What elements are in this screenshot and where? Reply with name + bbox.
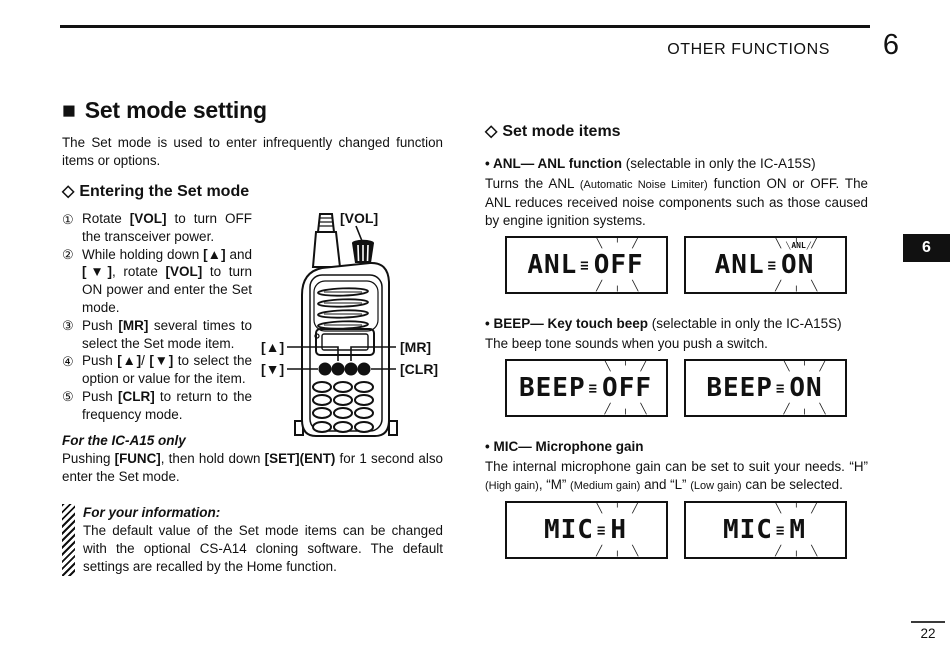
lcd-separator: ≡ (596, 523, 606, 539)
lcd-separator: ≡ (775, 381, 785, 397)
leader-lines (287, 225, 396, 370)
info-note-title: For your information: (83, 504, 221, 520)
mic-body: The internal microphone gain can be set … (485, 459, 868, 492)
lcd-value-blinking: OFF (592, 250, 646, 280)
right-column: ◇Set mode items • ANL— ANL function (sel… (485, 122, 868, 579)
info-note-body: The default value of the Set mode items … (83, 522, 443, 574)
step-number: ④ (62, 353, 74, 369)
lcd-separator: ≡ (775, 523, 785, 539)
lcd-item-label: BEEP (706, 373, 773, 403)
step-text: Push [CLR] to return to the frequency mo… (82, 388, 252, 422)
step-number: ⑤ (62, 389, 74, 405)
info-note: For your information: The default value … (62, 503, 443, 576)
subheading-entering: ◇Entering the Set mode (62, 182, 443, 202)
header-chapter-number: 6 (882, 29, 900, 61)
function-buttons (318, 362, 371, 376)
label-up-arrow: [▲] (261, 339, 284, 355)
hatch-border (62, 503, 75, 576)
step-text: While holding down [▲] and [▼], rotate [… (82, 246, 252, 315)
lcd-display-mic-h: MIC ≡ H (505, 501, 668, 559)
chapter-tab-number: 6 (922, 239, 931, 256)
chapter-tab: 6 (903, 234, 950, 262)
label-clr: [CLR] (400, 361, 438, 377)
step-item: ② While holding down [▲] and [▼], rotate… (62, 246, 252, 317)
mic-displays: MIC ≡ H MIC ≡ M (505, 501, 868, 559)
lcd-display-anl-on: ANL ANL ≡ ON (684, 236, 847, 294)
diamond-icon: ◇ (62, 183, 75, 200)
lcd-value-blinking: H (608, 515, 629, 545)
section-heading-text: Set mode setting (84, 97, 267, 123)
info-note-content: For your information: The default value … (83, 504, 443, 576)
a15-note-body: Pushing [FUNC], then hold down [SET](ENT… (62, 450, 443, 484)
section-beep: • BEEP— Key touch beep (selectable in on… (485, 314, 868, 417)
label-vol: [VOL] (340, 210, 378, 226)
section-heading: ■ Set mode setting (62, 96, 443, 124)
lcd-separator: ≡ (588, 381, 598, 397)
step-text: Push [MR] several times to select the Se… (82, 317, 252, 351)
lcd-item-label: BEEP (518, 373, 586, 403)
header-rule (60, 25, 870, 28)
lcd-display-mic-m: MIC ≡ M (684, 501, 847, 559)
antenna (311, 213, 342, 268)
section-anl: • ANL— ANL function (selectable in only … (485, 154, 868, 294)
lcd-item-label: ANL (527, 250, 578, 280)
step-text: Rotate [VOL] to turn OFF the transceiver… (82, 211, 252, 244)
speaker-grille (317, 287, 369, 330)
page-number: 22 (920, 626, 936, 641)
subheading-set-mode-items-text: Set mode items (502, 123, 621, 140)
intro-paragraph: The Set mode is used to enter infrequent… (62, 135, 443, 168)
step-number: ① (62, 211, 74, 227)
keypad (312, 381, 374, 433)
left-column: ■ Set mode setting The Set mode is used t… (62, 96, 443, 576)
mic-title: • MIC— Microphone gain (485, 439, 644, 454)
header-section-title: OTHER FUNCTIONS (667, 41, 830, 58)
steps-list: ① Rotate [VOL] to turn OFF the transceiv… (62, 210, 252, 424)
subheading-set-mode-items: ◇Set mode items (485, 122, 868, 142)
step-text: Push [▲]/ [▼] to select the option or va… (82, 353, 252, 387)
lcd-value-blinking: M (787, 515, 808, 545)
label-mr: [MR] (400, 339, 431, 355)
lcd-separator: ≡ (580, 258, 589, 274)
page-number-rule (911, 621, 945, 623)
lcd-item-label: MIC (722, 515, 773, 545)
diamond-icon: ◇ (485, 123, 498, 140)
section-mic: • MIC— Microphone gain The internal micr… (485, 437, 868, 559)
step-number: ③ (62, 318, 74, 334)
beep-body: The beep tone sounds when you push a swi… (485, 336, 768, 351)
lcd-value-blinking: OFF (600, 373, 654, 403)
step-item: ③ Push [MR] several times to select the … (62, 317, 252, 353)
lcd-value-blinking: ON (787, 373, 824, 403)
battery-edge (388, 420, 398, 436)
step-item: ⑤ Push [CLR] to return to the frequency … (62, 388, 252, 424)
anl-body: Turns the ANL (Automatic Noise Limiter) … (485, 176, 868, 228)
square-bullet-icon: ■ (62, 97, 76, 123)
a15-note-title: For the IC-A15 only (62, 432, 186, 448)
speaker-panel (313, 280, 379, 332)
beep-displays: BEEP ≡ OFF BEEP ≡ ON (505, 359, 868, 417)
lcd-item-label: MIC (543, 515, 594, 545)
subheading-entering-text: Entering the Set mode (79, 183, 250, 200)
lcd-display-anl-off: ANL ≡ OFF (505, 236, 668, 294)
lcd-display-beep-off: BEEP ≡ OFF (505, 359, 668, 417)
lcd-item-label: ANL (714, 250, 765, 280)
step-item: ① Rotate [VOL] to turn OFF the transceiv… (62, 210, 252, 246)
volume-knob (352, 239, 374, 263)
lcd-screen (315, 328, 375, 356)
lcd-separator: ≡ (767, 258, 777, 274)
anl-displays: ANL ≡ OFF ANL ANL ≡ ON (505, 236, 868, 294)
anl-title: • ANL— ANL function (selectable in only … (485, 156, 816, 171)
lcd-value-blinking: ON (779, 250, 816, 280)
label-down-arrow: [▼] (261, 361, 284, 377)
step-item: ④ Push [▲]/ [▼] to select the option or … (62, 352, 252, 388)
radio-illustration: [VOL] [▲] [▼] [MR] [CLR] (261, 210, 438, 437)
lcd-display-beep-on: BEEP ≡ ON (684, 359, 847, 417)
step-number: ② (62, 247, 74, 263)
beep-title: • BEEP— Key touch beep (selectable in on… (485, 316, 842, 331)
